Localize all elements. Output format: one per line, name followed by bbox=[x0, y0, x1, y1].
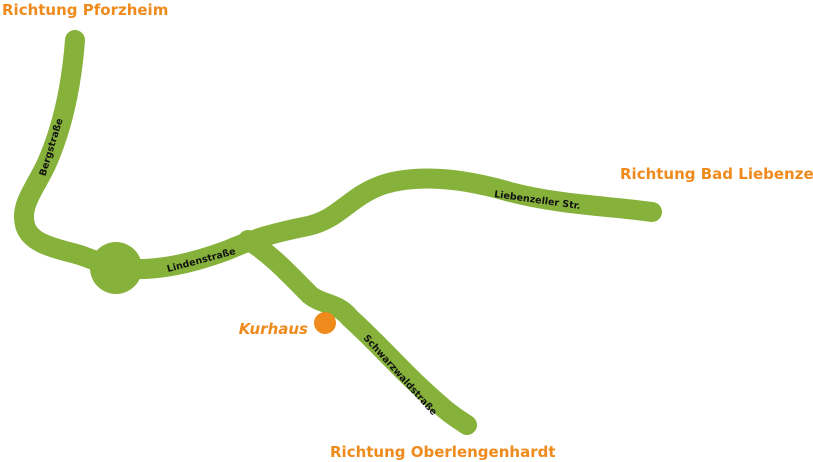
bergstrasse-road bbox=[14, 30, 125, 278]
poi-label-kurhaus: Kurhaus bbox=[239, 320, 308, 338]
roundabout bbox=[90, 242, 142, 294]
destination-label-bad-liebenzell: Richtung Bad Liebenzell bbox=[620, 165, 813, 183]
schwarzwaldstrasse-road bbox=[238, 230, 477, 435]
destination-label-oberlengenhardt: Richtung Oberlengenhardt bbox=[330, 443, 556, 461]
lindenstrasse-liebenzeller-road bbox=[105, 168, 662, 280]
destination-label-pforzheim: Richtung Pforzheim bbox=[2, 1, 168, 19]
kurhaus-marker[interactable] bbox=[314, 312, 336, 334]
street-label-schwarzwaldstrasse: Schwarzwaldstraße bbox=[361, 333, 439, 418]
